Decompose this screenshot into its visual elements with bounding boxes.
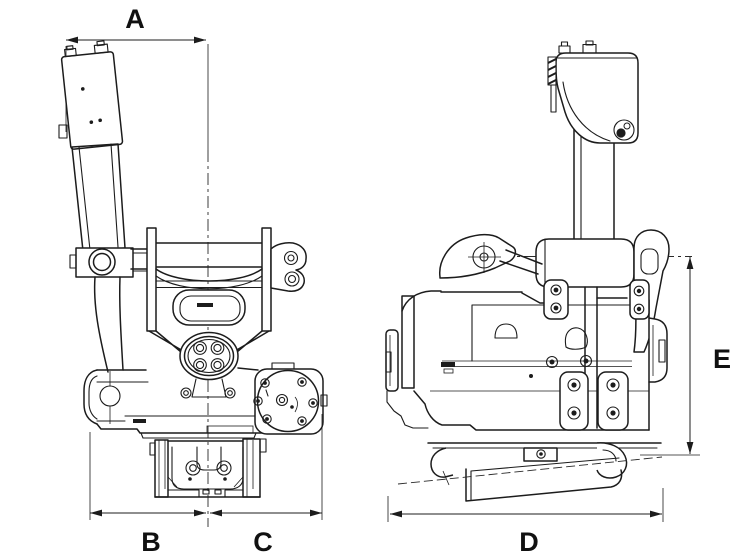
lifting-ear (270, 242, 307, 292)
rear-arm (633, 229, 670, 353)
lower-bolt-plates (559, 371, 629, 431)
front-ear (439, 233, 543, 279)
dimension-label-b: B (141, 527, 161, 557)
valve-box (60, 40, 124, 150)
grease-port (613, 119, 635, 141)
arrowhead-icon (686, 257, 694, 269)
arrowhead-icon (310, 509, 322, 517)
front-view (58, 36, 328, 527)
top-bracket-side (547, 40, 639, 144)
arrowhead-icon (650, 510, 662, 518)
left-bearing-cap (385, 329, 399, 392)
top-bracket (130, 227, 307, 358)
adapter-bracket (149, 438, 267, 498)
rocker-link (69, 247, 150, 373)
arrowhead-icon (390, 510, 402, 518)
arrowhead-icon (90, 509, 102, 517)
arrowhead-icon (194, 509, 206, 517)
tilt-pivot (535, 238, 635, 288)
hose-port (58, 124, 68, 139)
side-plate (401, 295, 415, 389)
arrowhead-icon (194, 36, 206, 44)
dimension-d (387, 488, 664, 522)
arrowhead-icon (686, 442, 694, 454)
rear-hook (596, 442, 628, 479)
arrowhead-icon (66, 36, 78, 44)
right-bearing-cap (648, 317, 668, 383)
hatch-marks (547, 58, 557, 85)
dimension-b (89, 432, 206, 520)
dimension-label-e: E (713, 344, 731, 374)
dimension-label-a: A (125, 4, 145, 34)
dimension-label-c: C (253, 527, 273, 557)
rotary-coupling (179, 331, 239, 399)
side-body (385, 290, 668, 431)
rotation-motor (253, 362, 328, 435)
dimension-c (210, 414, 323, 520)
front-hook (430, 447, 454, 478)
arrowhead-icon (210, 509, 222, 517)
locking-pin (550, 84, 557, 113)
tilt-cylinder (71, 143, 126, 252)
dimension-label-d: D (519, 527, 539, 557)
link-plates (543, 279, 650, 320)
bucket-centerline (397, 456, 663, 485)
dimension-e (640, 257, 700, 456)
bucket-interface (397, 442, 663, 502)
side-view (385, 40, 700, 522)
